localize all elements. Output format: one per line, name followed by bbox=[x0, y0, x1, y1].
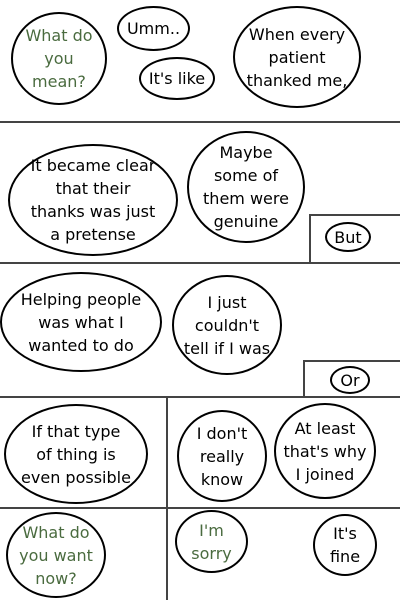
panel-divider bbox=[0, 396, 400, 398]
speech-bubble: Maybe some of them were genuine bbox=[187, 131, 305, 243]
inset-panel bbox=[309, 214, 400, 263]
panel-divider bbox=[0, 121, 400, 123]
speech-bubble: Umm.. bbox=[117, 6, 190, 51]
panel-divider bbox=[0, 262, 400, 264]
speech-bubble: It's fine bbox=[313, 514, 377, 576]
speech-bubble: What do you want now? bbox=[6, 512, 106, 598]
speech-bubble: Or bbox=[330, 366, 370, 394]
speech-bubble: I'm sorry bbox=[175, 510, 248, 573]
speech-bubble: But bbox=[325, 222, 371, 252]
panel-divider bbox=[166, 396, 168, 600]
speech-bubble: Helping people was what I wanted to do bbox=[0, 272, 162, 372]
speech-bubble: I don't really know bbox=[177, 410, 267, 502]
speech-bubble: What do you mean? bbox=[11, 12, 107, 105]
speech-bubble: It became clear that their thanks was ju… bbox=[8, 144, 178, 256]
panel-divider bbox=[0, 507, 400, 509]
speech-bubble: At least that's why I joined bbox=[274, 403, 376, 499]
speech-bubble: If that type of thing is even possible bbox=[4, 404, 148, 504]
speech-bubble: When every patient thanked me, bbox=[233, 6, 361, 108]
speech-bubble: It's like bbox=[139, 57, 215, 100]
inset-panel bbox=[303, 360, 400, 397]
speech-bubble: I just couldn't tell if I was bbox=[172, 275, 282, 375]
